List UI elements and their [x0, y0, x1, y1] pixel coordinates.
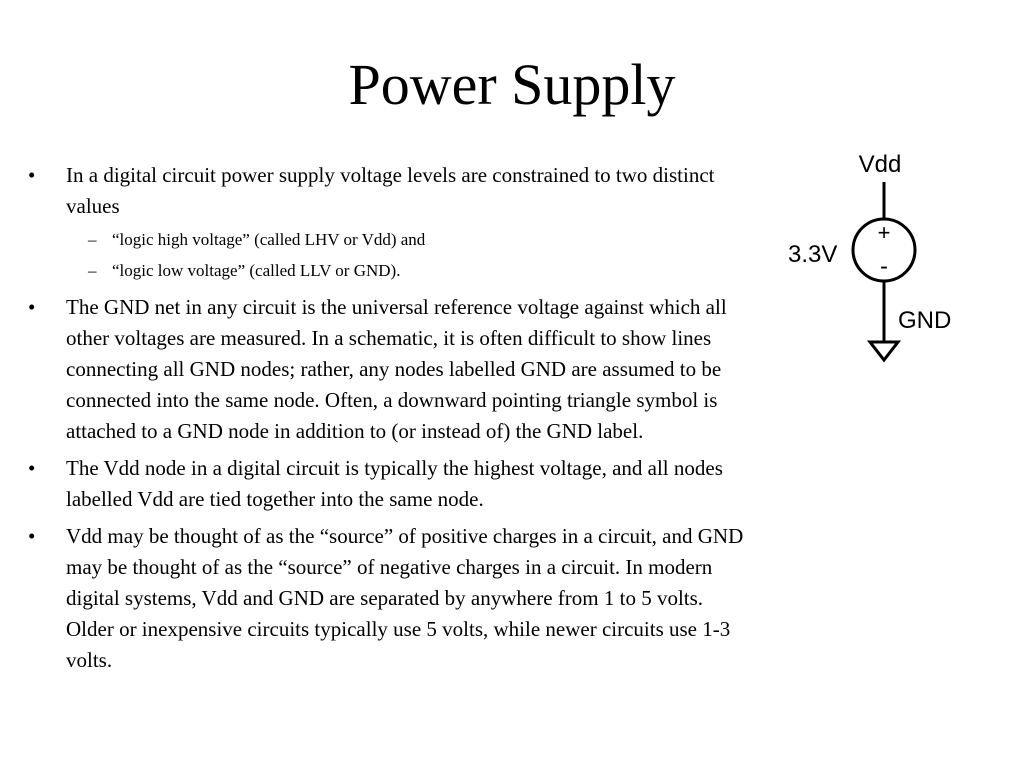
- bullet-marker: •: [28, 456, 36, 480]
- bullet-item: • Vdd may be thought of as the “source” …: [28, 521, 748, 676]
- ground-triangle-icon: [866, 340, 902, 363]
- bullet-text: The GND net in any circuit is the univer…: [66, 295, 727, 443]
- bullet-list: • In a digital circuit power supply volt…: [28, 160, 748, 682]
- sub-bullet-item: – “logic low voltage” (called LLV or GND…: [66, 255, 748, 286]
- bullet-item: • The GND net in any circuit is the univ…: [28, 292, 748, 447]
- sub-bullet-marker: –: [88, 230, 97, 249]
- bullet-item: • The Vdd node in a digital circuit is t…: [28, 453, 748, 515]
- bullet-marker: •: [28, 163, 36, 187]
- sub-bullet-text: “logic high voltage” (called LHV or Vdd)…: [112, 230, 426, 249]
- slide-title: Power Supply: [348, 52, 676, 117]
- sub-bullet-list: – “logic high voltage” (called LHV or Vd…: [66, 224, 748, 286]
- sub-bullet-item: – “logic high voltage” (called LHV or Vd…: [66, 224, 748, 255]
- bullet-marker: •: [28, 295, 36, 319]
- sub-bullet-marker: –: [88, 261, 97, 280]
- bullet-item: • In a digital circuit power supply volt…: [28, 160, 748, 286]
- power-supply-schematic: Vdd + - 3.3V GND: [788, 151, 951, 363]
- bullet-text: In a digital circuit power supply voltag…: [66, 163, 715, 218]
- plus-sign: +: [878, 220, 891, 245]
- gnd-label: GND: [898, 307, 951, 334]
- sub-bullet-text: “logic low voltage” (called LLV or GND).: [112, 261, 401, 280]
- bullet-text: Vdd may be thought of as the “source” of…: [66, 524, 744, 672]
- bullet-marker: •: [28, 524, 36, 548]
- vdd-label: Vdd: [859, 151, 902, 178]
- voltage-label: 3.3V: [788, 241, 837, 268]
- bullet-text: The Vdd node in a digital circuit is typ…: [66, 456, 723, 511]
- minus-sign: -: [880, 253, 888, 280]
